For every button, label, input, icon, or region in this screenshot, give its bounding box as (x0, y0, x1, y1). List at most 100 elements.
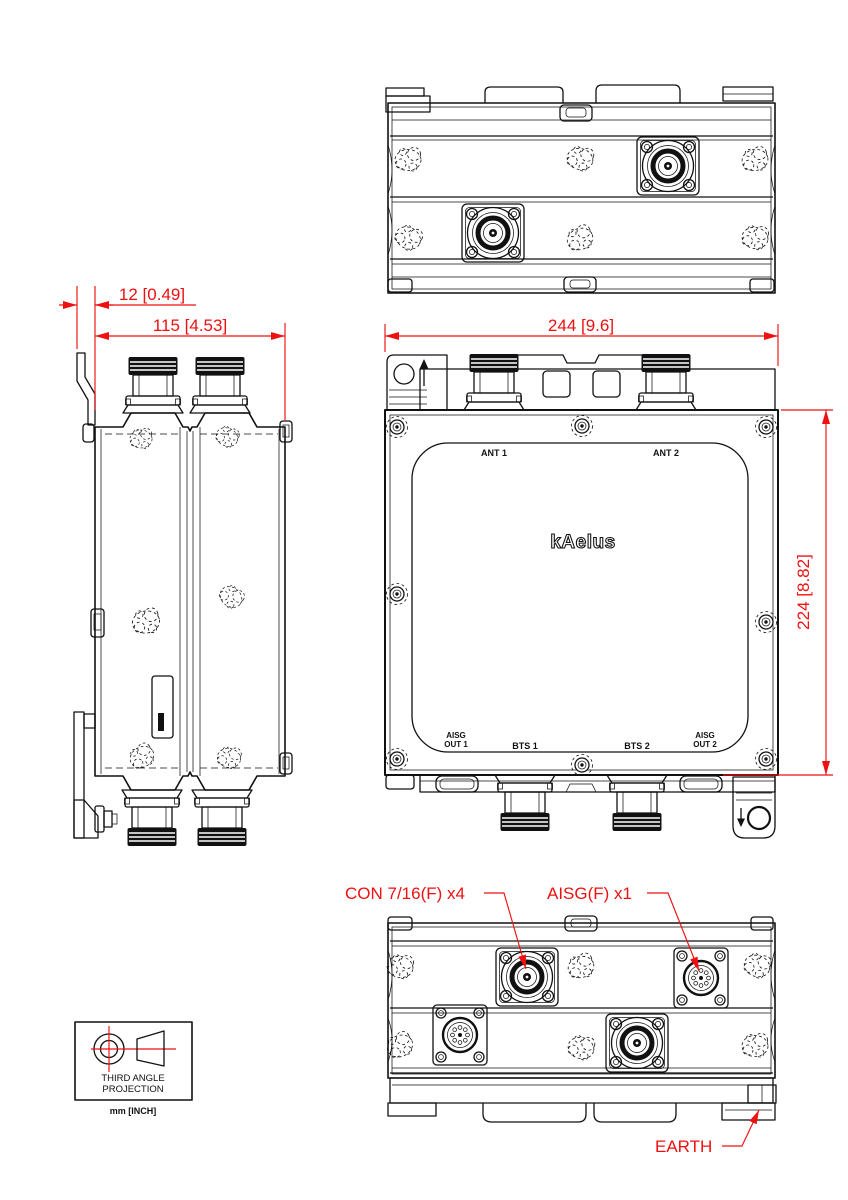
leader-line (484, 892, 527, 970)
callout-text-aisg: AISG(F) x1 (547, 884, 632, 903)
bottom-view (382, 915, 777, 1123)
din-connector-top-view (637, 137, 699, 195)
top-view-lug (595, 84, 681, 103)
side-view-clip (90, 608, 105, 638)
cast-texture (739, 145, 771, 174)
label-window (151, 675, 174, 739)
callout-rf-connectors: CON 7/16(F) x4 (345, 884, 527, 970)
kaelus-logo: kAelus (550, 532, 615, 553)
cast-texture (564, 951, 597, 982)
top-view-clip (563, 276, 597, 293)
cast-texture (215, 744, 244, 771)
rf-connector-side-bottom (191, 789, 253, 847)
cover-screw (570, 414, 594, 438)
din-connector-bottom-view (606, 1014, 668, 1072)
cast-texture (563, 222, 597, 255)
front-body (384, 409, 779, 776)
foot (387, 1102, 437, 1117)
callout-text-rf: CON 7/16(F) x4 (345, 884, 465, 903)
dimension-width: 244 [9.6] (384, 316, 779, 366)
aisg-connector-bottom-view (431, 1003, 489, 1067)
cast-texture (212, 422, 242, 451)
bracket-bolt (94, 805, 105, 833)
label-aisg-out1-l2: OUT 1 (444, 740, 468, 749)
earth-tab (732, 776, 776, 839)
din-connector-top-view (462, 204, 524, 262)
rear-flange (419, 368, 776, 411)
rf-connector-side-top (189, 356, 251, 414)
label-bts2: BTS 2 (624, 741, 650, 751)
bts1-connector (494, 774, 556, 832)
label-aisg-out2-l2: OUT 2 (693, 740, 717, 749)
foot (721, 1102, 776, 1121)
aisg-out1-cap (435, 775, 479, 793)
front-mount-tab (386, 354, 448, 411)
front-view: ANT 1 ANT 2 kAelus AISG OUT 1 BTS 1 BTS … (384, 353, 779, 839)
cast-texture (124, 740, 159, 773)
mount-hole (393, 363, 415, 385)
front-cover-panel (411, 442, 749, 753)
bottom-skirt (389, 1077, 774, 1104)
top-view-clip (559, 104, 593, 122)
foot (593, 1103, 677, 1123)
earth-hole (746, 805, 772, 831)
cover-screw (570, 753, 594, 777)
top-view-mount-tab-step (385, 95, 431, 113)
flange-cutout (542, 370, 571, 398)
aisg-out2-cap (679, 775, 723, 793)
cast-texture (215, 580, 248, 613)
cast-texture (564, 143, 597, 174)
callout-earth: EARTH (655, 1109, 760, 1156)
bts2-connector (606, 774, 668, 832)
foot (482, 1103, 587, 1123)
projection-label-line1: THIRD ANGLE (101, 1073, 164, 1084)
rf-connector-side-bottom (121, 789, 183, 847)
ant2-connector (635, 353, 697, 411)
cast-texture (741, 1033, 769, 1058)
callout-aisg-connector: AISG(F) x1 (547, 884, 700, 972)
projection-symbol: THIRD ANGLE PROJECTION mm [INCH] (74, 1021, 193, 1116)
dim-text-mount-offset: 12 [0.49] (119, 285, 185, 304)
leader-line (722, 1109, 760, 1147)
top-view (385, 84, 776, 294)
side-view-clip (279, 752, 293, 775)
label-aisg-out1: AISG (446, 731, 466, 740)
dim-text-depth: 115 [4.53] (153, 316, 227, 335)
down-arrow-icon (737, 808, 745, 827)
top-view-lug (484, 86, 564, 103)
leader-line (647, 892, 700, 972)
cast-texture (129, 428, 153, 449)
top-view-body (387, 102, 776, 294)
bottom-step (385, 774, 415, 790)
projection-cone-icon (136, 1030, 165, 1067)
label-ant2: ANT 2 (653, 448, 679, 458)
mount-bracket-top (76, 352, 96, 426)
din-connector-bottom-view (496, 948, 558, 1006)
up-arrow-icon (419, 359, 429, 386)
dimension-depth: 115 [4.53] (95, 316, 286, 420)
top-view-clip (749, 278, 775, 293)
mount-bracket-bottom (73, 711, 85, 839)
cast-texture (739, 223, 771, 252)
rf-connector-side-top (122, 356, 184, 414)
dimension-mount-offset: 12 [0.49] (59, 285, 196, 410)
top-view-clip (387, 278, 413, 293)
cast-texture (129, 606, 162, 637)
side-view (73, 352, 293, 847)
label-aisg-out2: AISG (695, 731, 715, 740)
units-label: mm [INCH] (110, 1106, 157, 1116)
cast-texture (390, 220, 426, 255)
ant1-connector (463, 353, 525, 411)
label-bts1: BTS 1 (512, 741, 538, 751)
mount-bracket-foot (73, 799, 99, 839)
projection-label-line2: PROJECTION (102, 1084, 163, 1095)
dimension-height: 224 [8.82] (723, 409, 833, 776)
callout-text-earth: EARTH (655, 1137, 712, 1156)
cast-texture (565, 1032, 598, 1063)
dim-text-height: 224 [8.82] (794, 554, 813, 630)
flange-cutout (592, 370, 621, 398)
cast-texture (740, 949, 774, 982)
dim-text-width: 244 [9.6] (548, 316, 614, 335)
